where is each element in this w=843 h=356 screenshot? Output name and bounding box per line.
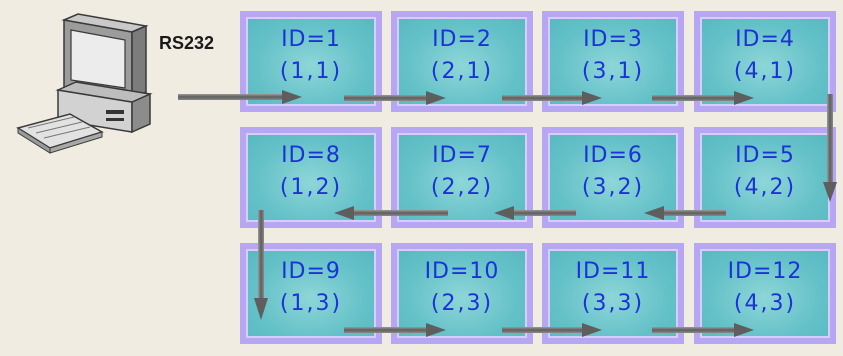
connection-label: RS232 — [159, 33, 215, 53]
display-panel: ID=3 (3,1) — [542, 11, 684, 112]
panel-id-label: ID=10 — [424, 259, 500, 284]
arrow-down-icon — [823, 94, 837, 202]
display-panel: ID=6 (3,2) — [542, 127, 684, 228]
arrow-right-icon — [652, 91, 754, 105]
panel-coord-label: (1,2) — [279, 175, 343, 200]
arrow-left-icon — [334, 206, 448, 220]
panel-id-label: ID=7 — [432, 143, 492, 168]
display-panel: ID=5 (4,2) — [694, 127, 836, 228]
panel-coord-label: (4,2) — [733, 175, 797, 200]
panel-id-label: ID=11 — [575, 259, 651, 284]
arrow-right-icon — [652, 323, 754, 337]
arrow-right-icon — [344, 323, 446, 337]
panel-id-label: ID=4 — [735, 27, 795, 52]
panel-id-label: ID=1 — [281, 27, 341, 52]
panel-coord-label: (2,2) — [430, 175, 494, 200]
panel-id-label: ID=2 — [432, 27, 492, 52]
panel-coord-label: (1,1) — [279, 59, 343, 84]
arrow-right-icon — [502, 323, 602, 337]
panel-coord-label: (3,2) — [581, 175, 645, 200]
arrow-right-icon — [502, 91, 602, 105]
arrow-left-icon — [494, 206, 576, 220]
panel-id-label: ID=6 — [583, 143, 643, 168]
arrow-right-icon — [178, 90, 302, 104]
display-panel: ID=1 (1,1) — [240, 11, 382, 112]
arrow-down-icon — [254, 210, 268, 320]
panel-id-label: ID=5 — [735, 143, 795, 168]
panel-id-label: ID=9 — [281, 259, 341, 284]
panel-coord-label: (3,3) — [581, 291, 645, 316]
display-panel: ID=2 (2,1) — [391, 11, 533, 112]
panel-coord-label: (3,1) — [581, 59, 645, 84]
computer-icon — [16, 13, 153, 154]
panel-coord-label: (2,1) — [430, 59, 494, 84]
panel-id-label: ID=8 — [281, 143, 341, 168]
panel-coord-label: (1,3) — [279, 291, 343, 316]
arrow-left-icon — [644, 206, 726, 220]
arrow-right-icon — [344, 91, 446, 105]
panel-id-label: ID=12 — [727, 259, 803, 284]
panel-coord-label: (4,1) — [733, 59, 797, 84]
panel-coord-label: (4,3) — [733, 291, 797, 316]
panel-id-label: ID=3 — [583, 27, 643, 52]
panel-coord-label: (2,3) — [430, 291, 494, 316]
